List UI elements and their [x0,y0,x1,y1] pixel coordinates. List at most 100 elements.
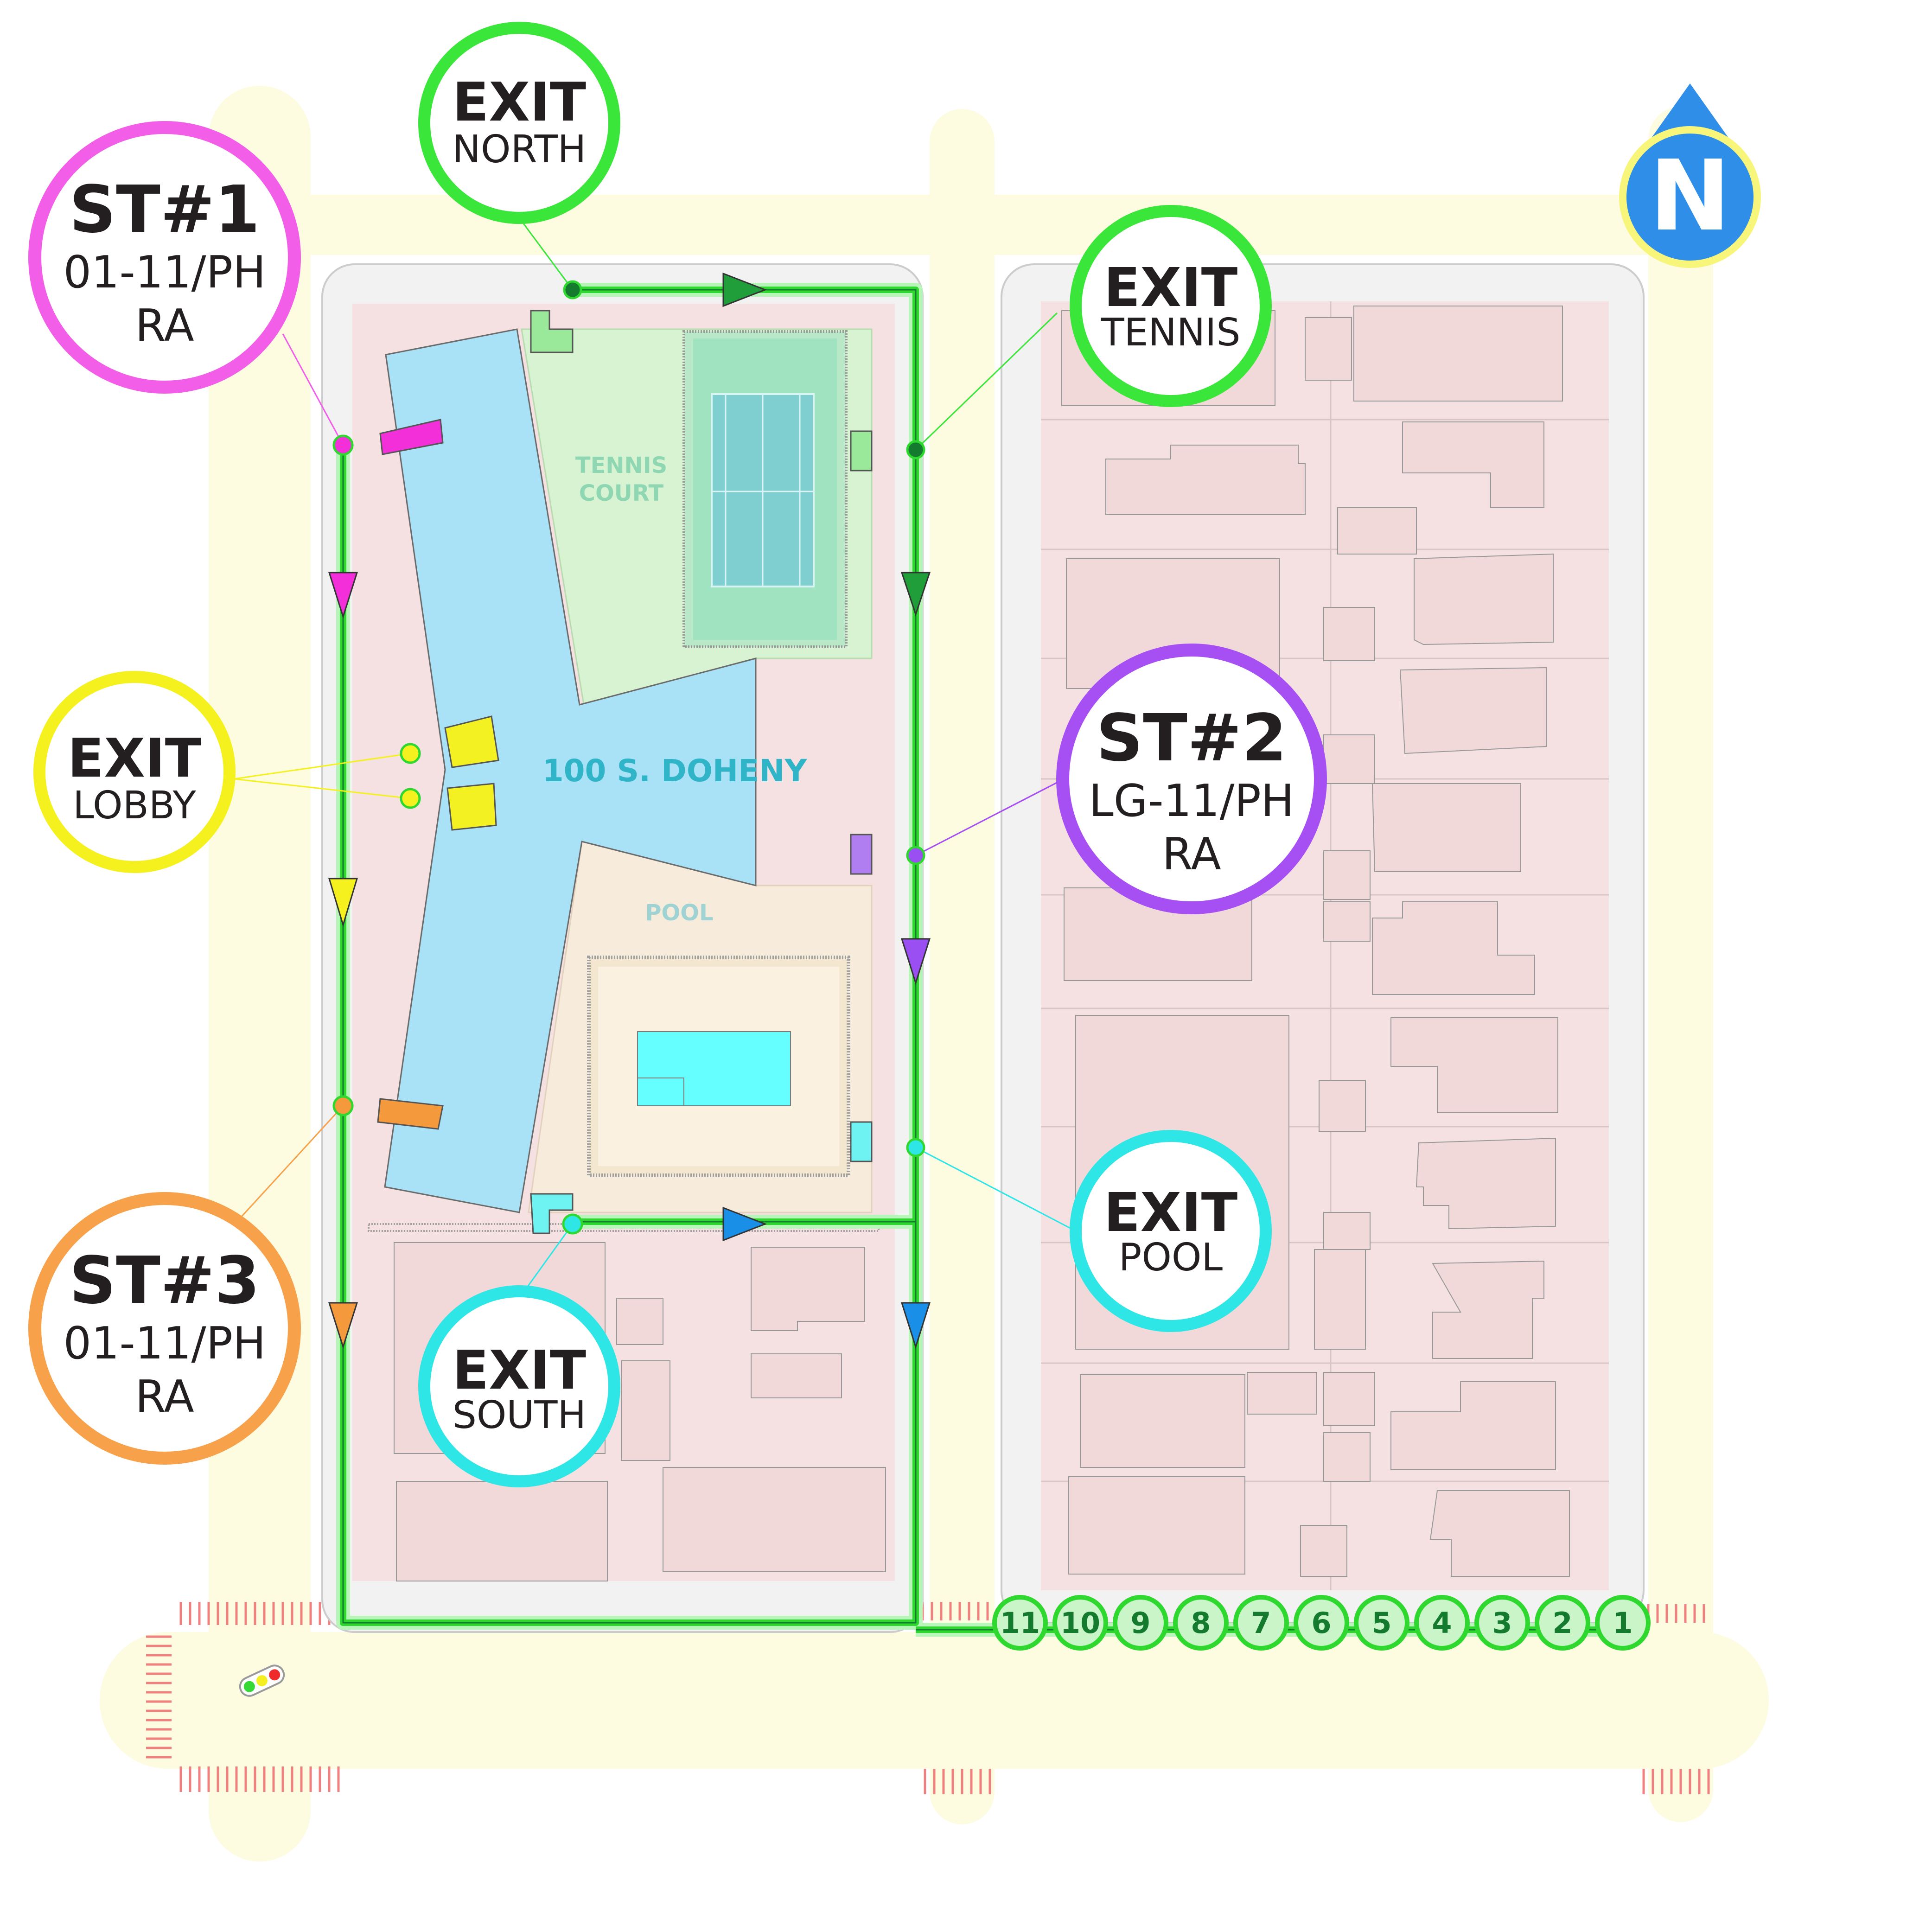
st3-stair-marker [377,1098,444,1130]
callout-exit-pool-circle [1070,1130,1272,1332]
crosswalk-east-bottom [1642,1769,1710,1794]
staging-spot-circle [1113,1595,1168,1651]
callout-st2-line3: RA [1162,829,1221,880]
route-nodes [332,280,925,1235]
callout-exit-south-title: EXIT [453,1339,586,1402]
exit-pool-door-marker [850,1121,873,1162]
leader-exit-north [518,217,574,290]
exit-tennis-door-marker [850,430,873,472]
staging-spot-number: 10 [1060,1606,1100,1640]
staging-spot: 10 [1052,1595,1108,1651]
staging-spot-circle [1173,1595,1229,1651]
crosswalk-center-bottom [924,1769,991,1794]
callout-exit-tennis-circle [1070,205,1272,407]
staging-spot-circle [992,1595,1048,1651]
staging-spot-circle [1354,1595,1409,1651]
staging-spot-number: 1 [1613,1606,1632,1640]
callout-st1-title: ST#1 [69,172,260,248]
node-exit-south [562,1213,583,1235]
callout-exit-north: EXIT NORTH [418,22,620,224]
callout-st2-circle [1056,644,1327,914]
staging-spot-number: 9 [1130,1606,1150,1640]
callout-exit-north-title: EXIT [453,71,586,134]
callout-exit-south: EXIT SOUTH [418,1285,620,1487]
pool [587,956,850,1177]
callout-exit-lobby-title: EXIT [68,727,201,790]
callout-exit-pool-title: EXIT [1104,1182,1237,1244]
compass-pointer [1651,83,1729,139]
lobby-door-lower-marker [446,783,497,831]
tennis-court [682,330,848,648]
staging-spot-circle [1595,1595,1651,1651]
callout-st1-line3: RA [135,300,194,351]
callout-exit-tennis-title: EXIT [1104,257,1237,319]
staging-spot: 2 [1535,1595,1590,1651]
arrow-tennis-down [900,572,931,617]
crosswalk-west-bottom [179,1766,340,1792]
callout-exit-lobby: EXIT LOBBY [33,671,236,873]
arrow-south-east [722,1206,767,1242]
staging-spot-circle [1052,1595,1108,1651]
staging-spot-number: 7 [1251,1606,1271,1640]
callout-exit-tennis-subtitle: TENNIS [1101,311,1241,355]
arrow-pool-down [900,1302,931,1349]
staging-spot: 5 [1354,1595,1409,1651]
st1-stair-marker [379,419,444,455]
fence-south [368,1223,880,1232]
callout-st3-line2: 01-11/PH [64,1318,266,1369]
staging-spot: 9 [1113,1595,1168,1651]
exit-south-door-marker [530,1193,574,1234]
st2-stair-marker [850,834,873,875]
staging-spot-number: 11 [1000,1606,1040,1640]
leader-exit-tennis [915,312,1058,451]
leader-st2 [915,778,1065,856]
callout-st3-title: ST#3 [69,1243,260,1319]
node-st2 [906,846,925,865]
staging-spot: 4 [1414,1595,1470,1651]
callout-st3-circle [28,1192,301,1465]
street-east [1648,107,1713,1822]
direction-arrows [328,272,931,1349]
arrow-st2-down [900,938,931,985]
callout-st1: ST#1 01-11/PH RA [28,121,301,394]
node-lobby-lower [400,788,421,809]
callout-st3-line3: RA [135,1371,194,1422]
leader-exit-lobby [234,752,411,799]
lobby-door-upper-marker [444,715,499,768]
compass-label: N [1649,139,1731,253]
callout-exit-north-subtitle: NORTH [453,128,587,172]
arrow-north-east [722,272,767,307]
staging-spot-circle [1294,1595,1349,1651]
node-exit-tennis [906,440,925,459]
main-building [384,328,757,1213]
staging-spot-number: 2 [1552,1606,1572,1640]
street-south [100,1632,1769,1769]
staging-spot: 1 [1595,1595,1651,1651]
street-center [930,109,995,1824]
callout-st3: ST#3 01-11/PH RA [28,1192,301,1465]
callout-exit-north-circle [418,22,620,224]
staging-spot-circle [1474,1595,1530,1651]
callout-st2: ST#2 LG-11/PH RA [1056,644,1327,914]
tennis-label-line1: TENNIS [575,453,667,478]
callout-exit-lobby-circle [33,671,236,873]
arrow-lobby-down [328,878,358,928]
compass-circle [1619,126,1761,268]
exit-door-markers [377,310,873,1234]
callout-st2-line2: LG-11/PH [1089,776,1294,827]
node-st3 [332,1095,354,1116]
callout-exit-lobby-subtitle: LOBBY [73,784,196,828]
callout-st1-line2: 01-11/PH [64,247,266,298]
staging-spot-circle [1535,1595,1590,1651]
crosswalk-east-top [1647,1604,1705,1623]
callout-st1-circle [28,121,301,394]
west-block: 100 S. DOHENY TENNIS COURT POOL [321,263,924,1633]
staging-spot: 11 [992,1595,1048,1651]
callout-exit-pool-subtitle: POOL [1119,1236,1223,1280]
arrow-st3-down [328,1302,358,1349]
east-block [1001,263,1645,1624]
node-lobby-upper [400,743,421,764]
callout-exit-south-circle [418,1285,620,1487]
staging-spot: 3 [1474,1595,1530,1651]
